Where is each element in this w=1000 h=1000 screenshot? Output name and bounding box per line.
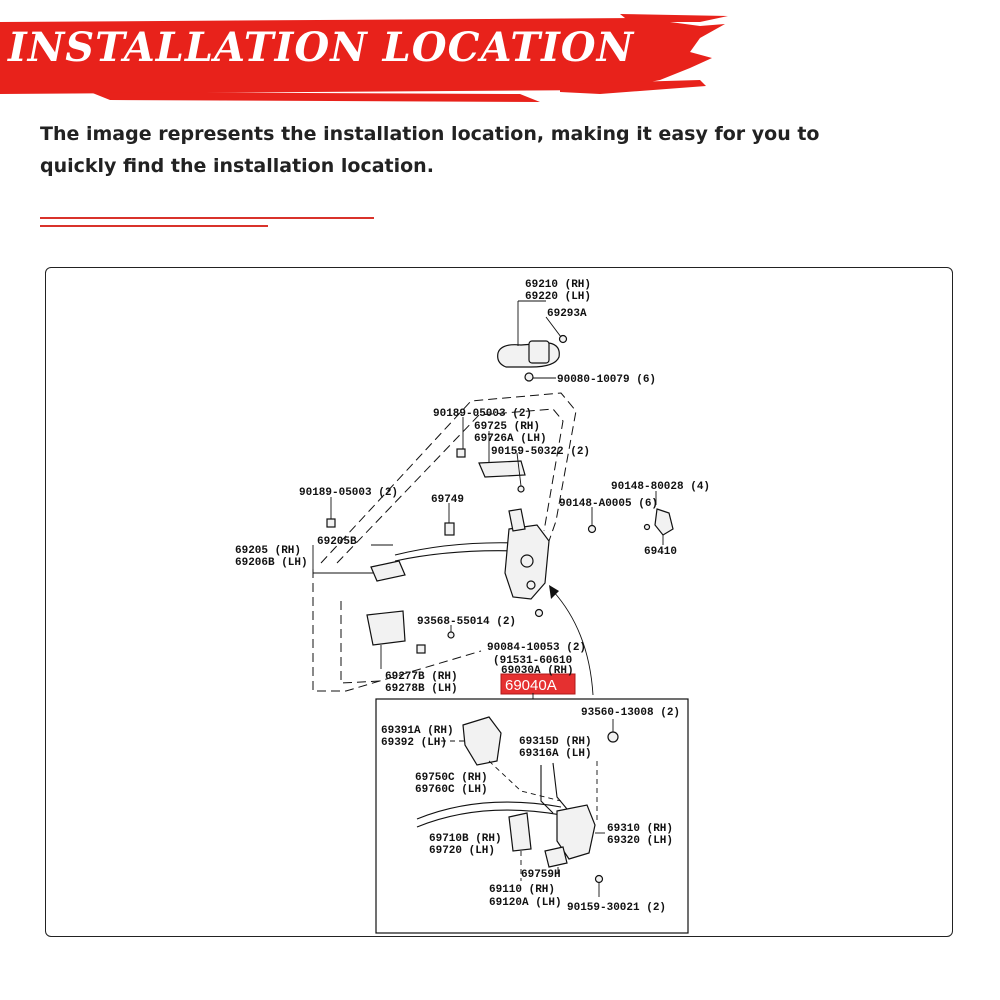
- brush-main: [0, 18, 725, 94]
- rod-clip-part: [444, 522, 455, 536]
- brush-streak-1: [560, 80, 706, 94]
- handle-cover-screw: [558, 334, 568, 344]
- detail-box: [375, 698, 689, 934]
- pointer-arrow: [552, 590, 594, 696]
- label-grommet: 93568-55014 (2): [417, 616, 516, 628]
- diagram-panel: 69040A 69210 (RH) 69220: [45, 267, 953, 937]
- actuator-part: [556, 804, 596, 860]
- highlight-label: 69040A: [505, 677, 557, 694]
- label-outer-handle-lh: 69220 (LH): [525, 291, 591, 303]
- label-bracket-rh: 69391A (RH): [381, 725, 454, 737]
- label-actuator-lh: 69320 (LH): [607, 835, 673, 847]
- label-bracket-lh: 69392 (LH): [381, 737, 447, 749]
- label-rod-guide-rh: 69725 (RH): [474, 421, 540, 433]
- inner-bezel-part: [366, 610, 406, 646]
- cable-lower: [394, 550, 518, 562]
- intro-text: The image represents the installation lo…: [40, 123, 820, 177]
- upper-screw-part: [517, 485, 525, 493]
- label-cable2-rh: 69710B (RH): [429, 833, 502, 845]
- box-cable-lower: [416, 809, 562, 828]
- label-rod-rh: 69315D (RH): [519, 736, 592, 748]
- label-upper-screw: 90159-50322 (2): [491, 446, 590, 458]
- label-handle-cover: 69293A: [547, 308, 587, 320]
- label-box-screw: 93560-13008 (2): [581, 707, 680, 719]
- brush-streak-3: [90, 92, 540, 102]
- divider-rule-long: [40, 204, 374, 219]
- protector-part: [544, 846, 568, 868]
- label-clip-left: 90189-05003 (2): [299, 487, 398, 499]
- clip-top-part: [456, 448, 466, 458]
- title-banner: INSTALLATION LOCATION: [0, 0, 760, 110]
- divider-rule-short: [40, 212, 268, 227]
- lock-assembly-box-part: [508, 812, 532, 852]
- box-screw-part: [607, 731, 619, 743]
- leader-upper-screw: [516, 452, 522, 487]
- label-lock-lh: 69120A (LH): [489, 897, 562, 909]
- label-bolt-right: 90148-80028 (4): [611, 481, 710, 493]
- grommet-part: [447, 631, 455, 639]
- handle-screw-part: [524, 372, 534, 382]
- label-clip-top: 90189-05003 (2): [433, 408, 532, 420]
- label-protector: 69759H: [521, 869, 561, 881]
- label-cable-lh: 69760C (LH): [415, 784, 488, 796]
- label-lower-screw: 90084-10053 (2): [487, 642, 586, 654]
- handle-lock-cylinder-part: [528, 340, 550, 364]
- door-outline: [320, 392, 577, 564]
- brush-streak-2: [620, 14, 728, 22]
- cable-upper: [394, 542, 518, 556]
- label-cable-rh: 69750C (RH): [415, 772, 488, 784]
- rod-part-b: [552, 762, 568, 810]
- label-outer-handle-rh: 69210 (RH): [525, 279, 591, 291]
- label-inner-bezel-rh: 69277B (RH): [385, 671, 458, 683]
- bracket-part: [462, 716, 502, 766]
- bolt-mid-part: [587, 524, 597, 534]
- label-bottom-screw: 90159-30021 (2): [567, 902, 666, 914]
- striker-part: [654, 508, 674, 536]
- label-lock-assy-rh: 69030A (RH): [501, 665, 574, 677]
- label-cable2-lh: 69720 (LH): [429, 845, 495, 857]
- bottom-screw-part: [594, 874, 604, 884]
- label-bolt-mid: 90148-A0005 (6): [559, 498, 658, 510]
- label-inner-handle-rh: 69205 (RH): [235, 545, 301, 557]
- box-cable-upper: [416, 801, 562, 820]
- lock-rod-part: [508, 508, 526, 532]
- door-lower-outline: [312, 569, 482, 692]
- rod-part-a: [540, 765, 554, 814]
- rod-guide-part: [478, 460, 526, 478]
- brush-stroke-graphic: [0, 14, 728, 102]
- leader-handle-cover: [545, 316, 562, 338]
- label-clamp: 69205B: [317, 536, 357, 548]
- label-rod-clip: 69749: [431, 494, 464, 506]
- label-nut-group: (91531-60610: [493, 655, 572, 667]
- clip-left-part: [326, 518, 336, 528]
- label-striker: 69410: [644, 546, 677, 558]
- label-inner-handle-lh: 69206B (LH): [235, 557, 308, 569]
- banner-title: INSTALLATION LOCATION: [8, 24, 635, 71]
- inner-handle-part: [370, 560, 406, 582]
- highlight-label-box: [500, 673, 576, 695]
- label-rod-lh: 69316A (LH): [519, 748, 592, 760]
- label-lock-rh: 69110 (RH): [489, 884, 555, 896]
- door-lock-diagram: 69040A 69210 (RH) 69220: [235, 279, 710, 934]
- label-actuator-rh: 69310 (RH): [607, 823, 673, 835]
- lower-screw-part: [534, 608, 544, 618]
- label-inner-bezel-lh: 69278B (LH): [385, 683, 458, 695]
- label-handle-screw: 90080-10079 (6): [557, 374, 656, 386]
- label-rod-guide-lh: 69726A (LH): [474, 433, 547, 445]
